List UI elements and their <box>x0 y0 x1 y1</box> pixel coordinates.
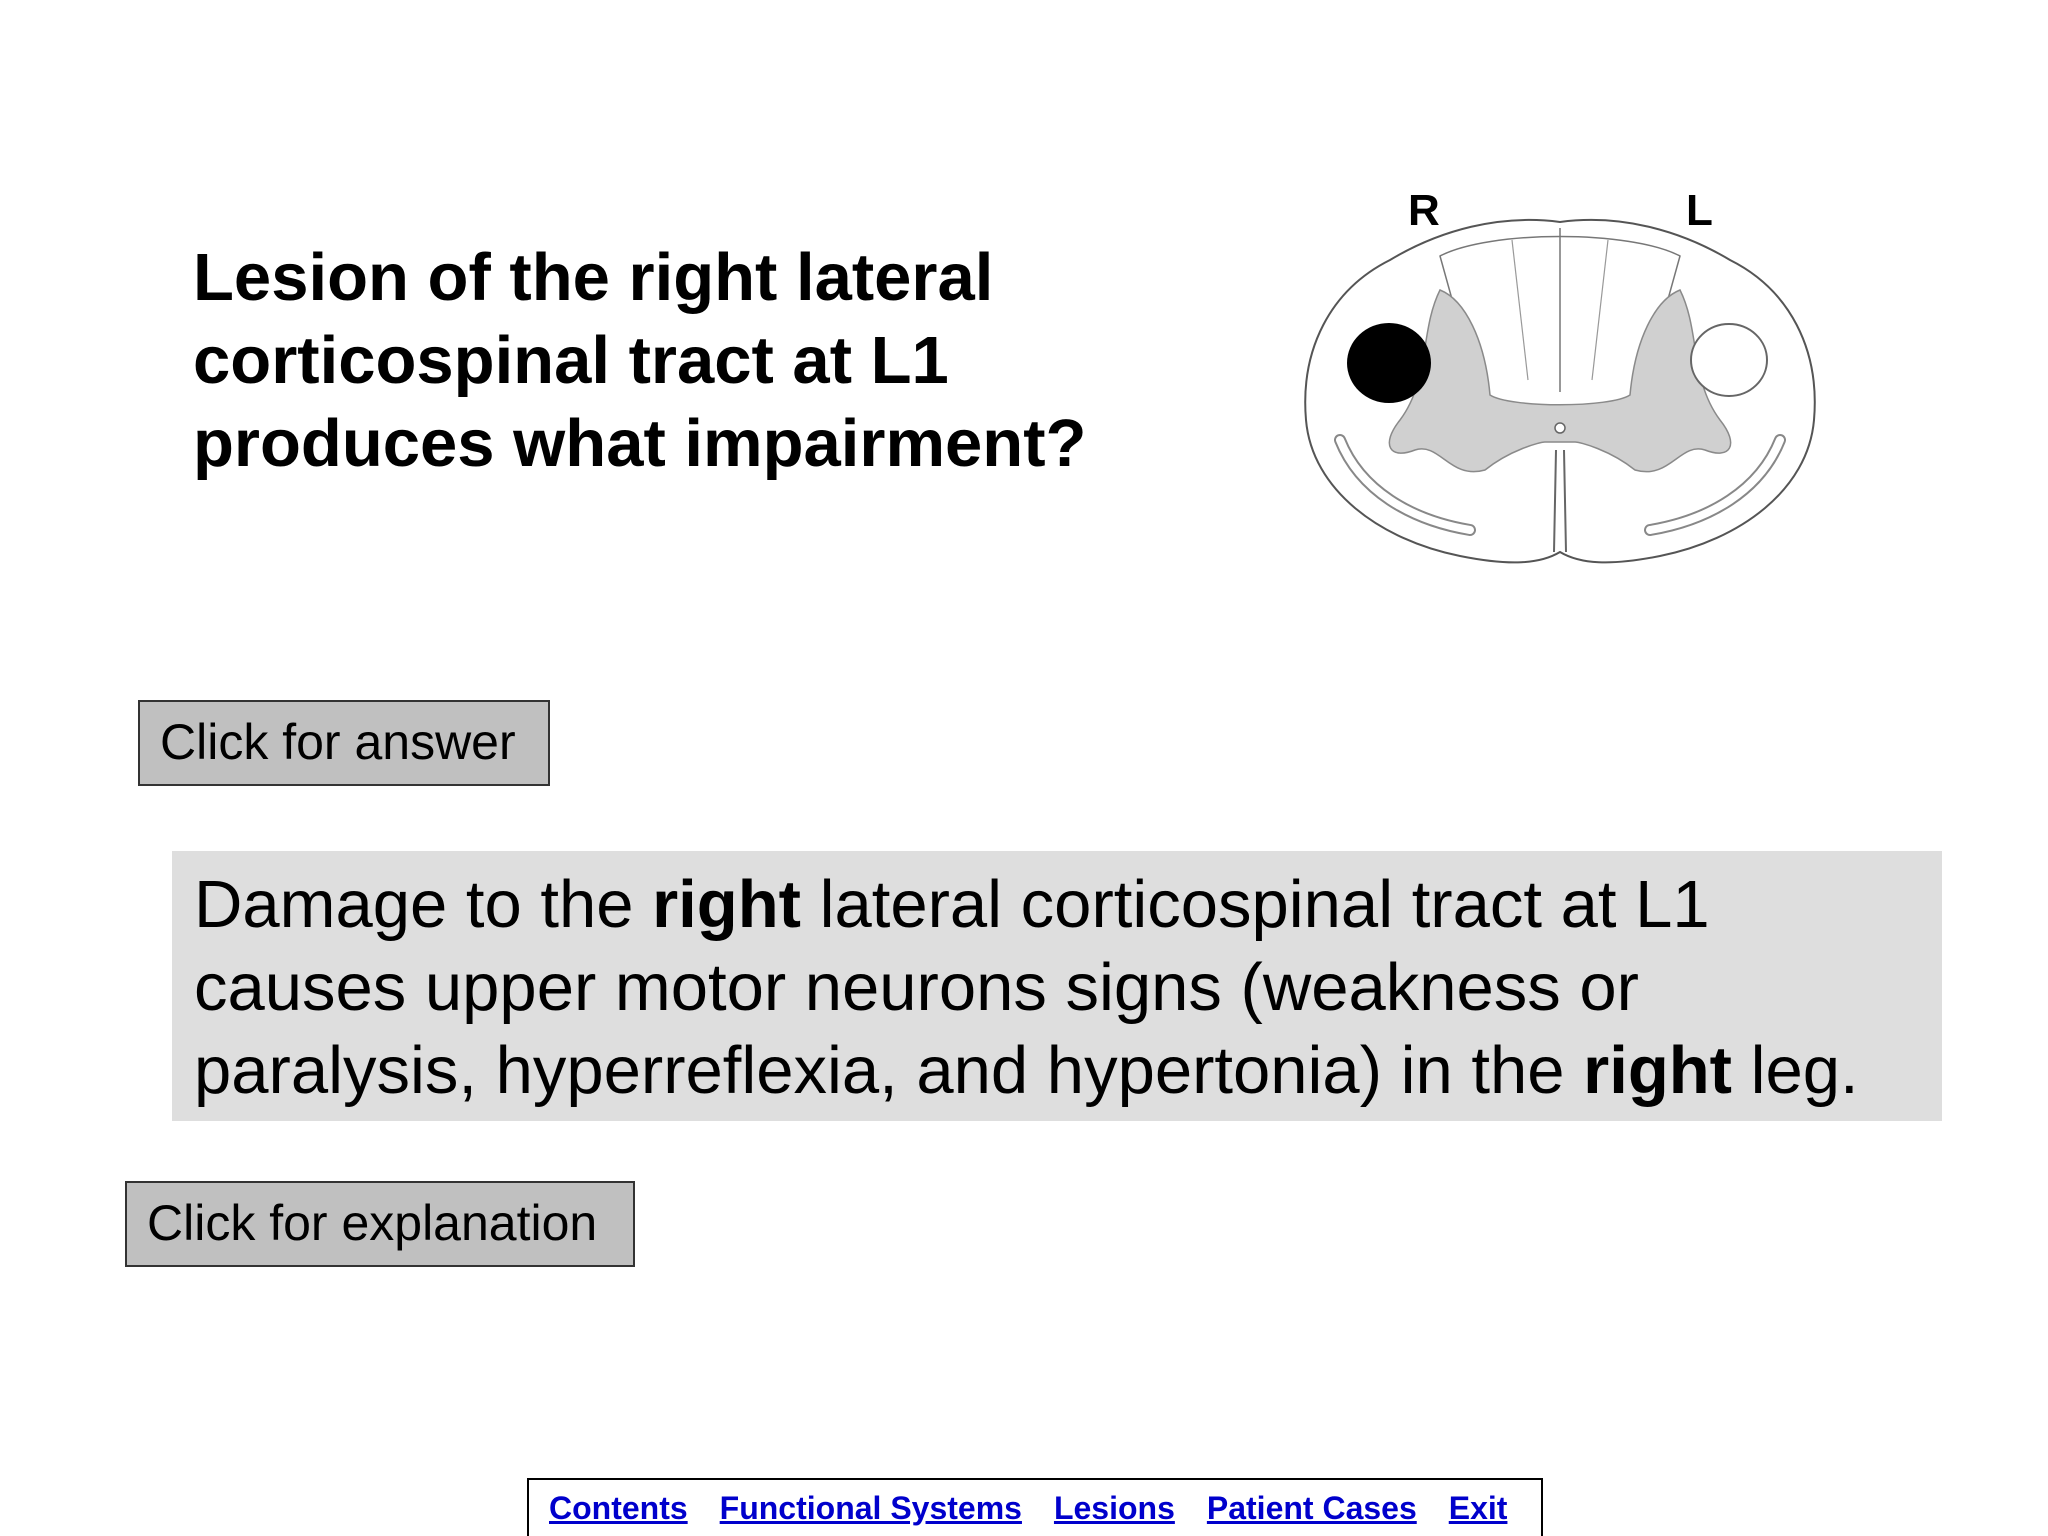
answer-box: Damage to the right lateral corticospina… <box>172 851 1942 1121</box>
answer-text: leg. <box>1732 1033 1859 1108</box>
question-line: corticospinal tract at L1 <box>193 323 949 398</box>
nav-link-lesions[interactable]: Lesions <box>1053 1489 1175 1526</box>
answer-text: paralysis, hyperreflexia, and hypertonia… <box>194 1033 1584 1108</box>
nav-link-patient-cases[interactable]: Patient Cases <box>1206 1489 1417 1526</box>
spinal-cord-cross-section <box>1304 219 1816 564</box>
answer-line: paralysis, hyperreflexia, and hypertonia… <box>194 1029 1920 1112</box>
central-canal <box>1554 422 1566 434</box>
question-line: Lesion of the right lateral <box>193 240 994 315</box>
spinal-cord-diagram: R L <box>1290 180 1830 580</box>
left-corticospinal-tract <box>1690 323 1768 397</box>
left-side-label: L <box>1686 186 1713 235</box>
gray-matter <box>1388 289 1732 473</box>
answer-text: Damage to the <box>194 867 653 942</box>
nav-link-contents[interactable]: Contents <box>549 1489 688 1526</box>
ventral-fissure <box>1553 449 1567 553</box>
explanation-button[interactable]: Click for explanation <box>125 1181 635 1267</box>
nav-link-exit[interactable]: Exit <box>1448 1489 1508 1526</box>
answer-button[interactable]: Click for answer <box>138 700 550 786</box>
question-line: produces what impairment? <box>193 406 1087 481</box>
nav-link-functional-systems[interactable]: Functional Systems <box>719 1489 1022 1526</box>
answer-line: Damage to the right lateral corticospina… <box>194 863 1920 946</box>
question-text: Lesion of the right lateral corticospina… <box>193 236 1193 485</box>
answer-emphasis: right <box>1583 1033 1732 1108</box>
answer-line: causes upper motor neurons signs (weakne… <box>194 950 1639 1025</box>
right-side-label: R <box>1408 186 1440 235</box>
lesion-marker <box>1347 323 1431 403</box>
navigation-bar: Contents Functional Systems Lesions Pati… <box>527 1478 1543 1536</box>
answer-emphasis: right <box>652 867 801 942</box>
answer-text: lateral corticospinal tract at L1 <box>800 867 1710 942</box>
